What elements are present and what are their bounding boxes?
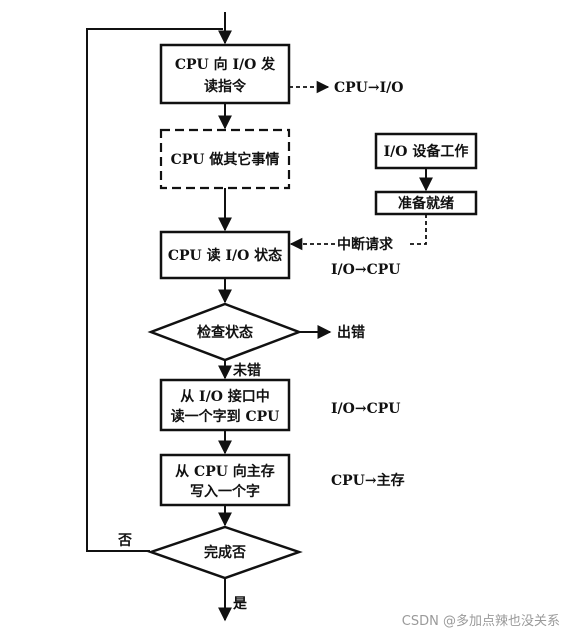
no-label: 否: [117, 533, 132, 549]
watermark: CSDN @多加点辣也没关系: [402, 613, 560, 629]
cpu-read-command-line1: CPU 向 I/O 发: [175, 56, 276, 73]
cpu-read-command-box: [159, 43, 291, 105]
interrupt-label: 中断请求: [337, 236, 394, 253]
loop-back-line: [86, 28, 223, 552]
yes-label: 是: [233, 596, 248, 612]
check-status-label: 检查状态: [197, 324, 253, 341]
cpu-other-work-box: [159, 128, 291, 190]
read-word-box: [159, 378, 291, 432]
read-word-line2: 读一个字到 CPU: [171, 408, 280, 425]
read-word-line1: 从 I/O 接口中: [180, 388, 270, 405]
io-to-cpu-label-2: I/O→CPU: [331, 401, 400, 417]
cpu-read-status-box: [159, 230, 291, 280]
cpu-to-io-label: CPU→I/O: [334, 80, 403, 96]
done-label: 完成否: [204, 544, 246, 561]
io-to-cpu-label-1: I/O→CPU: [331, 262, 400, 278]
ready-label: 准备就绪: [398, 195, 454, 212]
interrupt-path: [408, 214, 427, 245]
cpu-to-mem-label: CPU→主存: [331, 472, 405, 489]
write-word-box: [159, 453, 291, 507]
error-label: 出错: [337, 324, 365, 341]
write-word-line1: 从 CPU 向主存: [175, 463, 275, 480]
io-device-work-label: I/O 设备工作: [384, 143, 469, 160]
no-error-label: 未错: [233, 362, 261, 379]
cpu-read-status-label: CPU 读 I/O 状态: [168, 247, 282, 264]
cpu-other-work-label: CPU 做其它事情: [171, 151, 280, 168]
write-word-line2: 写入一个字: [190, 483, 260, 500]
cpu-read-command-line2: 读指令: [204, 78, 247, 95]
